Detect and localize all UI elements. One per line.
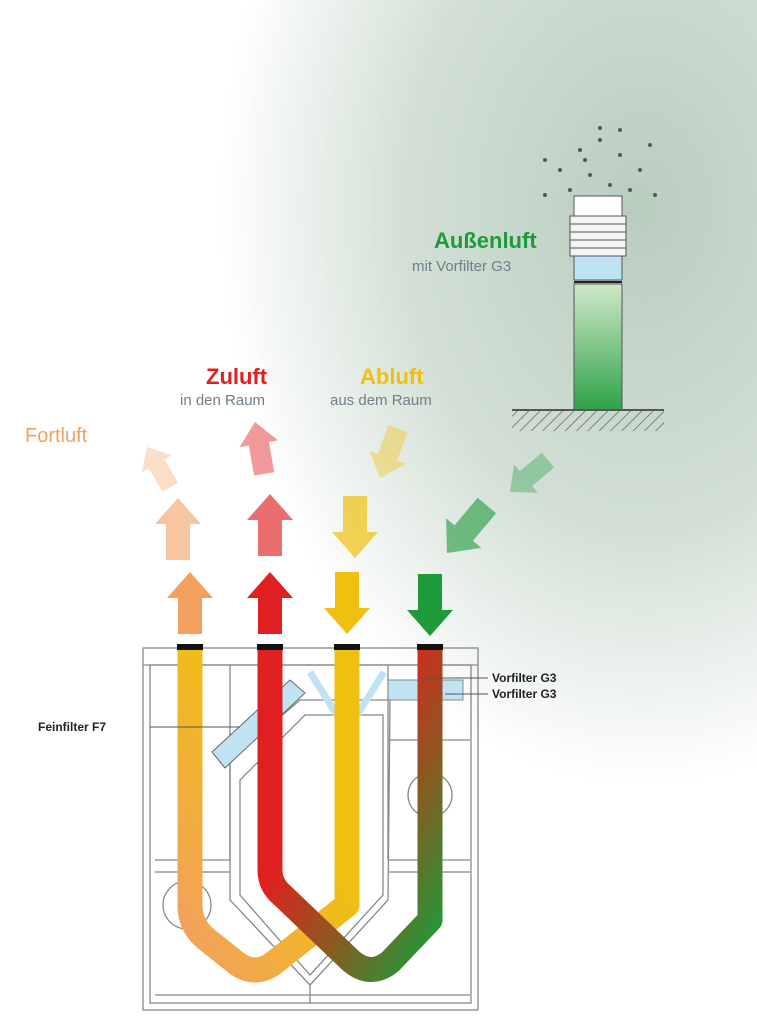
vorfilter-label-1: Vorfilter G3 [492, 671, 557, 685]
aussenluft-sublabel: mit Vorfilter G3 [412, 258, 512, 275]
vorfilter-label-2: Vorfilter G3 [492, 687, 557, 701]
ground-hatch [512, 411, 664, 431]
air-ducts [177, 648, 443, 983]
outdoor-intake-chimney [512, 126, 664, 431]
feinfilter-label: Feinfilter F7 [38, 720, 107, 734]
fortluft-label: Fortluft [25, 425, 88, 447]
abluft-label: Abluft [360, 364, 424, 389]
leader-lines [150, 677, 488, 728]
prefilter-g3 [573, 255, 623, 281]
zuluft-aussenluft-duct [257, 648, 443, 982]
fortluft-abluft-duct [177, 648, 360, 983]
dust-particles [543, 126, 657, 197]
ventilation-unit-housing [142, 647, 479, 1011]
zuluft-sublabel: in den Raum [180, 392, 266, 409]
aussenluft-label: Außenluft [434, 228, 537, 253]
abluft-sublabel: aus dem Raum [330, 392, 432, 409]
duct-connectors [177, 644, 443, 650]
zuluft-label: Zuluft [206, 364, 268, 389]
